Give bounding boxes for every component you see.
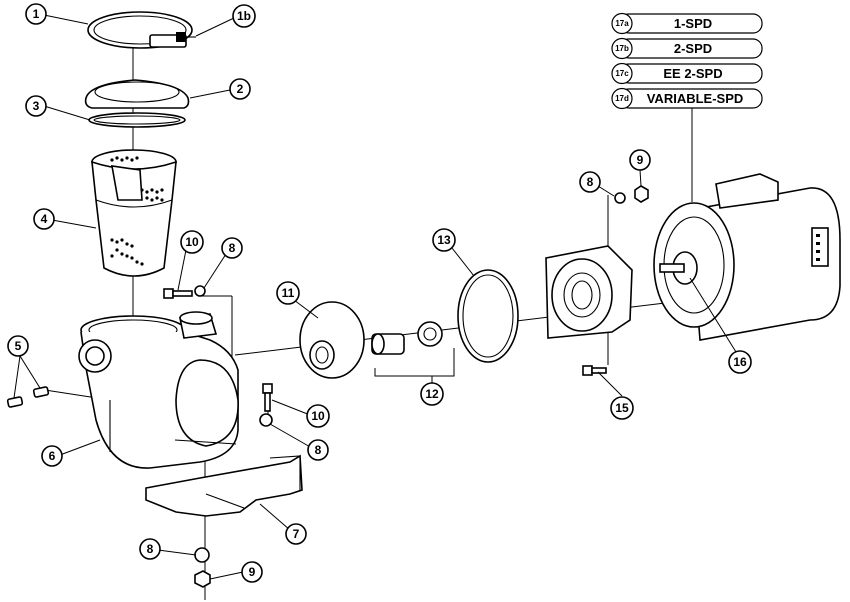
svg-text:EE 2-SPD: EE 2-SPD <box>663 66 722 81</box>
svg-text:8: 8 <box>229 241 236 255</box>
svg-text:2: 2 <box>237 82 244 96</box>
svg-text:3: 3 <box>33 99 40 113</box>
variant-row-2spd: 17b 2-SPD <box>611 37 763 60</box>
variant-row-variablespd: 17d VARIABLE-SPD <box>611 87 763 110</box>
callout-leaders <box>13 14 737 580</box>
callout-8-motor: 8 <box>579 171 601 193</box>
svg-text:8: 8 <box>587 175 594 189</box>
svg-text:4: 4 <box>41 212 48 226</box>
pump-housing <box>78 311 239 469</box>
motor-variant-table: 17a 1-SPD 17b 2-SPD 17c EE 2-SPD 17d VAR… <box>611 12 763 110</box>
svg-text:15: 15 <box>615 401 629 415</box>
clamp-latch <box>149 32 196 48</box>
callout-6: 6 <box>41 445 63 467</box>
callout-8-middle: 8 <box>307 439 329 461</box>
callout-8-upper: 8 <box>221 237 243 259</box>
svg-text:17b: 17b <box>615 44 629 53</box>
svg-text:VARIABLE-SPD: VARIABLE-SPD <box>647 91 744 106</box>
svg-text:1b: 1b <box>237 9 251 23</box>
callout-10-upper: 10 <box>180 230 204 254</box>
pump-base <box>145 454 303 517</box>
svg-text:13: 13 <box>437 233 451 247</box>
svg-text:1: 1 <box>33 7 40 21</box>
lid-o-ring <box>88 112 186 128</box>
washers-and-nuts <box>194 185 649 588</box>
diffuser <box>299 301 365 379</box>
svg-text:12: 12 <box>425 387 439 401</box>
svg-text:7: 7 <box>293 527 300 541</box>
callout-10-middle: 10 <box>306 404 330 428</box>
callout-3: 3 <box>25 95 47 117</box>
callout-7: 7 <box>285 523 307 545</box>
callout-12: 12 <box>420 382 444 406</box>
callout-1b: 1b <box>232 4 256 28</box>
svg-text:1-SPD: 1-SPD <box>674 16 712 31</box>
callout-15: 15 <box>610 396 634 420</box>
svg-text:10: 10 <box>185 235 199 249</box>
bolts <box>163 288 607 412</box>
callout-5: 5 <box>7 335 29 357</box>
pump-motor <box>653 173 841 341</box>
variant-row-1spd: 17a 1-SPD <box>611 12 763 35</box>
callout-9-motor: 9 <box>629 149 651 171</box>
strainer-lid <box>84 79 190 109</box>
svg-text:2-SPD: 2-SPD <box>674 41 712 56</box>
svg-text:17a: 17a <box>615 19 629 28</box>
variant-row-ee2spd: 17c EE 2-SPD <box>611 62 763 85</box>
svg-text:17d: 17d <box>615 94 629 103</box>
svg-text:8: 8 <box>315 443 322 457</box>
callout-8-lower: 8 <box>139 538 161 560</box>
impeller-assembly <box>371 321 443 355</box>
svg-text:16: 16 <box>733 355 747 369</box>
strainer-basket <box>91 149 177 277</box>
svg-text:9: 9 <box>637 153 644 167</box>
svg-text:17c: 17c <box>615 69 629 78</box>
svg-text:10: 10 <box>311 409 325 423</box>
svg-text:6: 6 <box>49 449 56 463</box>
callout-11: 11 <box>276 281 300 305</box>
svg-text:5: 5 <box>15 339 22 353</box>
callout-1: 1 <box>25 3 47 25</box>
callout-2: 2 <box>229 78 251 100</box>
callout-9-lower: 9 <box>241 561 263 583</box>
svg-text:8: 8 <box>147 542 154 556</box>
callout-16: 16 <box>728 350 752 374</box>
seal-plate <box>545 245 633 339</box>
callout-13: 13 <box>432 228 456 252</box>
seal-o-ring <box>457 269 519 363</box>
svg-text:9: 9 <box>249 565 256 579</box>
svg-text:11: 11 <box>282 286 295 300</box>
callout-4: 4 <box>33 208 55 230</box>
drain-plugs <box>6 386 50 408</box>
